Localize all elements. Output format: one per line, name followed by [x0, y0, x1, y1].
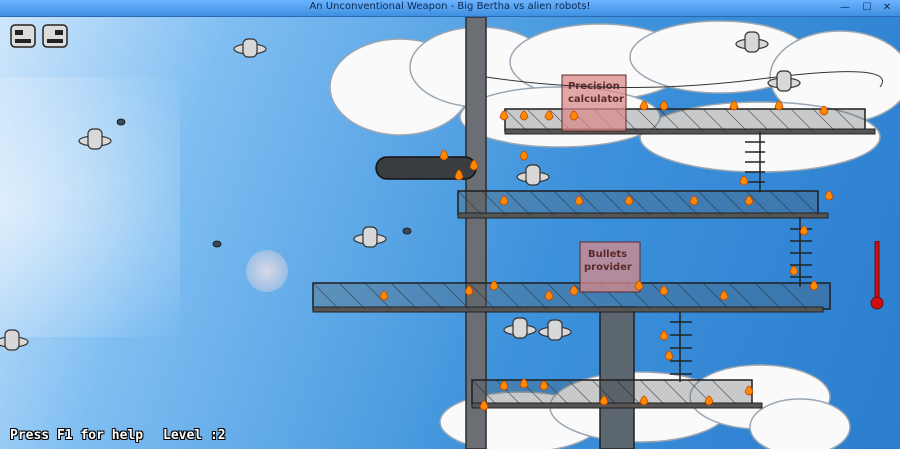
lower-tower: [599, 306, 635, 449]
minimize-button[interactable]: —: [840, 2, 850, 13]
robot-face-icon: [10, 24, 36, 48]
alien-robot: [353, 226, 387, 248]
level-label: Level :: [163, 428, 218, 443]
power-wire: [485, 71, 883, 89]
sky-glow: [0, 77, 180, 337]
main-pillar: [465, 17, 487, 449]
bullets-provider-sign: Bullets provider: [579, 241, 641, 293]
alien-robot: [767, 70, 801, 92]
alien-robots: [0, 31, 801, 351]
debris: [116, 118, 412, 248]
window-title: An Unconventional Weapon - Big Bertha vs…: [309, 1, 591, 12]
platform-bottom: [471, 379, 763, 409]
alien-robot: [538, 319, 572, 341]
flames: [379, 100, 834, 411]
game-scene: Precision calculator Bullets provider: [0, 17, 900, 449]
level-value: 2: [217, 428, 226, 443]
mesh-hatching: [312, 108, 858, 405]
help-hint: Press F1 for help: [10, 428, 144, 443]
maximize-button[interactable]: ☐: [862, 2, 872, 13]
alien-robot: [233, 38, 267, 58]
alien-robot: [0, 329, 29, 351]
bullets-sign-line2: provider: [584, 262, 632, 273]
precision-sign-line2: calculator: [568, 94, 624, 105]
platform-middle: [312, 282, 831, 313]
bullets-sign-line1: Bullets: [588, 249, 627, 260]
alien-robot: [735, 31, 769, 53]
robot-face-icon: [42, 24, 68, 48]
platform-top: [504, 108, 876, 135]
level-indicator: Level :2: [163, 428, 226, 443]
platform-upper: [457, 190, 829, 219]
close-button[interactable]: ✕: [882, 2, 892, 13]
light-orb: [246, 250, 288, 292]
title-bar: An Unconventional Weapon - Big Bertha vs…: [0, 0, 900, 17]
precision-calculator-sign: Precision calculator: [561, 74, 627, 132]
game-canvas[interactable]: Precision calculator Bullets provider: [0, 17, 900, 449]
alien-robot: [78, 128, 112, 150]
thermometer-icon: [870, 241, 884, 310]
alien-robot: [516, 164, 550, 186]
alien-robot: [503, 317, 537, 339]
